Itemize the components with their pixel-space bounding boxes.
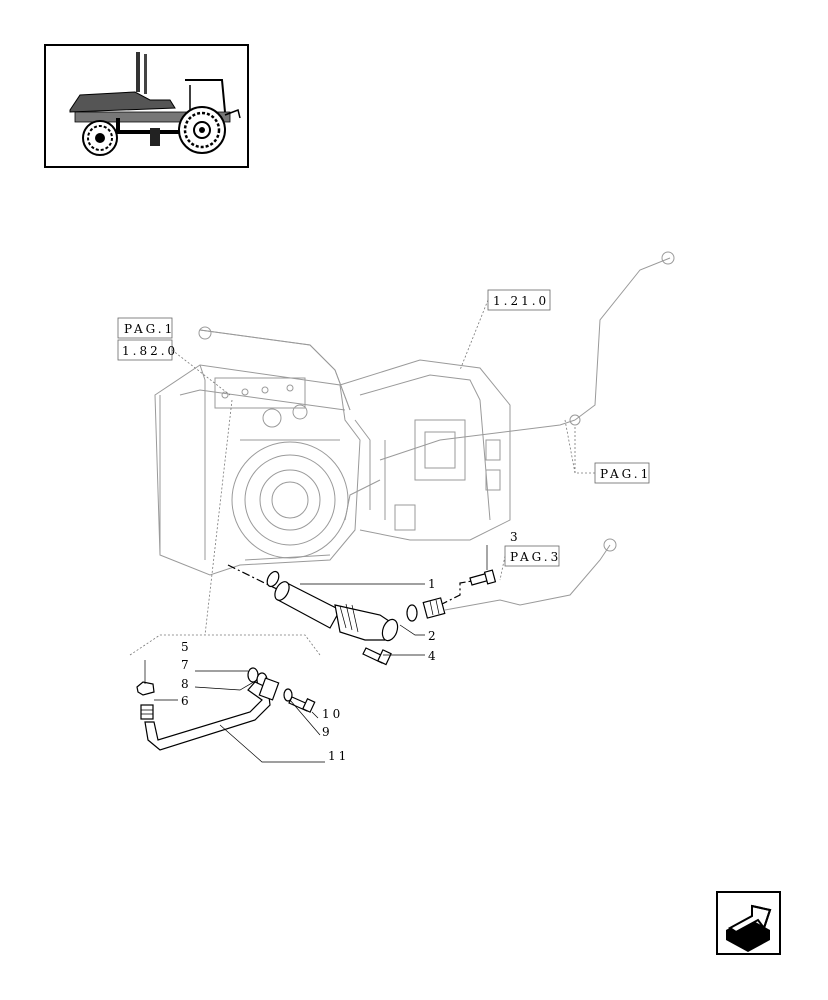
callout-6: 6 xyxy=(181,694,192,708)
part-6-fitting[interactable] xyxy=(140,704,154,720)
part-3-screw[interactable] xyxy=(469,569,497,586)
callout-10: 10 xyxy=(322,707,343,721)
pag3-label: PAG.3 xyxy=(510,550,561,564)
callout-9: 9 xyxy=(322,725,333,739)
callout-8: 8 xyxy=(181,677,192,691)
pag1-right-label: PAG.1 xyxy=(600,467,651,481)
callout-3: 3 xyxy=(510,530,521,544)
section-1-82-0-label: 1.82.0 xyxy=(122,344,178,358)
callout-5: 5 xyxy=(181,640,192,654)
o-ring-left[interactable] xyxy=(265,570,281,589)
reference-box-pag1-right[interactable]: PAG.1 xyxy=(594,462,651,484)
callout-1: 1 xyxy=(428,577,439,591)
callout-7: 7 xyxy=(181,658,192,672)
reference-box-pag1-top[interactable]: PAG.1 xyxy=(117,317,175,339)
reference-box-pag3[interactable]: PAG.3 xyxy=(504,545,561,567)
next-page-button[interactable] xyxy=(716,891,781,955)
reference-box-1-21-0[interactable]: 1.21.0 xyxy=(487,289,551,311)
next-page-arrow-icon xyxy=(726,904,772,952)
reference-box-1-82-0[interactable]: 1.82.0 xyxy=(117,339,178,361)
union-fitting[interactable] xyxy=(422,597,446,619)
part-9-washer[interactable] xyxy=(283,688,293,702)
part-4-screw[interactable] xyxy=(362,647,392,666)
pag1-top-label: PAG.1 xyxy=(124,322,175,336)
part-10-screw[interactable] xyxy=(288,696,316,713)
transmission-housing-outline xyxy=(154,359,511,576)
part-1-pipe[interactable] xyxy=(272,579,400,642)
callout-2: 2 xyxy=(428,629,439,643)
connecting-pipes-outline xyxy=(198,251,675,611)
part-5-cap[interactable] xyxy=(136,681,155,696)
section-1-21-0-label: 1.21.0 xyxy=(493,294,549,308)
part-2-o-ring[interactable] xyxy=(406,604,418,622)
part-11-pipe[interactable] xyxy=(144,677,280,751)
callout-numbers: 1 2 3 4 5 6 7 8 9 10 11 xyxy=(181,530,521,763)
callout-4: 4 xyxy=(428,649,439,663)
callout-11: 11 xyxy=(328,749,349,763)
tractor-thumbnail xyxy=(44,44,249,168)
leader-lines xyxy=(144,545,488,763)
